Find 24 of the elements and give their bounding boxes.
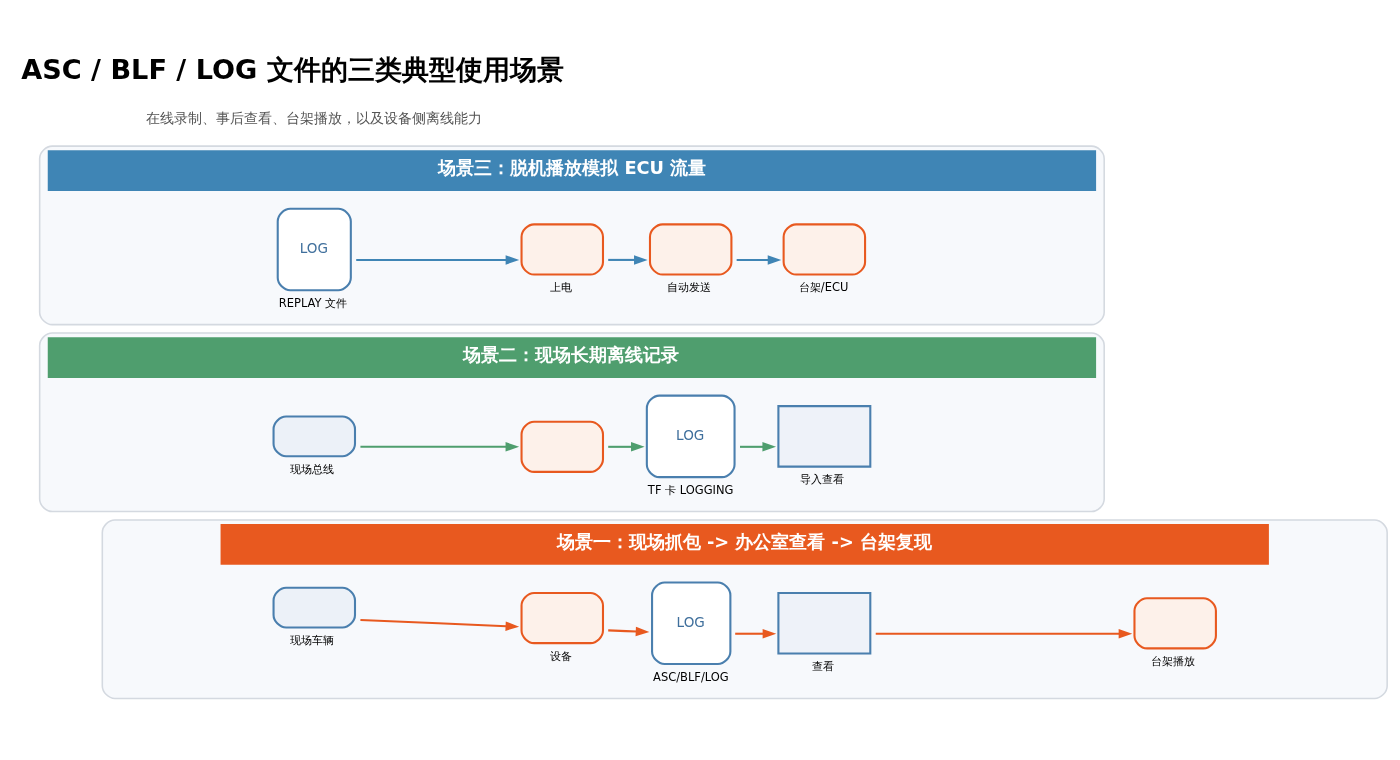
node-label: TF 卡 LOGGING [647, 482, 734, 497]
node-label: 现场总线 [290, 461, 335, 476]
arrow [360, 618, 520, 631]
arrow [356, 254, 520, 265]
arrow [608, 441, 645, 452]
node-label: REPLAY 文件 [278, 295, 348, 310]
node-label: 设备 [550, 648, 573, 663]
label: 在线录制、事后查看、台架播放，以及设备侧离线能力 [146, 109, 483, 126]
node-label: 台架播放 [1151, 653, 1196, 668]
node-label: 台架/ECU [798, 279, 849, 294]
arrow [875, 628, 1133, 638]
arrow [360, 441, 520, 452]
node-label: 查看 [812, 658, 835, 673]
arrow [736, 254, 782, 265]
arrow [608, 254, 648, 265]
diagram-title: ASC / BLF / LOG 文件的三类典型使用场景 [21, 53, 564, 85]
node-label: 现场车辆 [290, 632, 335, 647]
arrow [608, 626, 650, 636]
node-label: 自动发送 [666, 279, 711, 294]
node-label: 导入查看 [800, 471, 845, 486]
node-label: 上电 [550, 279, 573, 294]
arrow [740, 441, 777, 452]
arrow [735, 628, 777, 638]
node-label: ASC/BLF/LOG [653, 669, 729, 684]
